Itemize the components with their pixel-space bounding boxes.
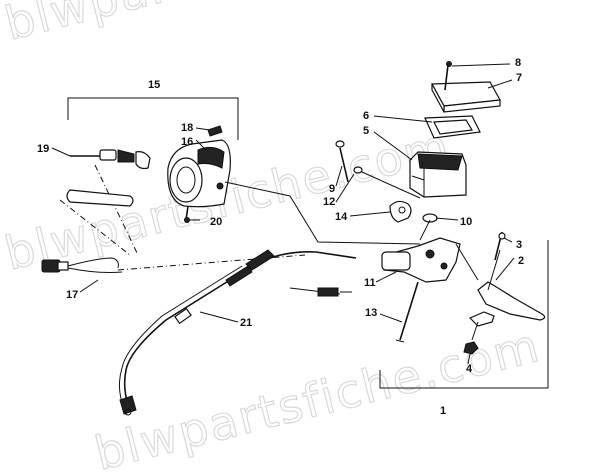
watermark-text-top: blwpartsfiche.com [0, 0, 456, 51]
gasket-part-6 [424, 115, 481, 139]
callout-3: 3 [516, 239, 522, 251]
switch-housing-part-16 [167, 139, 231, 208]
callout-11: 11 [364, 277, 376, 289]
tab-part-18 [207, 125, 223, 137]
callout-6: 6 [363, 110, 369, 122]
callout-14: 14 [335, 211, 348, 223]
watermark-group: blwpartsfiche.com blwpartsfiche.com blwp… [0, 0, 546, 475]
cover-plate-part-7 [431, 81, 501, 113]
callout-18: 18 [181, 122, 193, 134]
screw-part-9 [335, 140, 349, 183]
watermark-text-bottom: blwpartsfiche.com [90, 318, 546, 475]
callout-1: 1 [440, 405, 446, 417]
callout-8: 8 [515, 57, 521, 69]
screw-part-20 [184, 205, 190, 223]
callout-labels: 1 2 3 4 5 6 7 8 9 10 11 12 13 14 15 16 1… [37, 57, 524, 417]
screw-part-8 [444, 61, 452, 91]
reservoir-part-5 [409, 151, 467, 198]
nut-part-4 [463, 321, 479, 355]
callout-5: 5 [363, 125, 369, 137]
callout-7: 7 [516, 72, 522, 84]
callout-13: 13 [365, 307, 377, 319]
pin-part-3 [494, 231, 506, 261]
callout-15: 15 [148, 79, 160, 91]
grip-tube [66, 189, 134, 207]
callout-12: 12 [323, 196, 335, 208]
switch-screw-part-19 [70, 149, 151, 170]
clamp-part-14 [389, 200, 412, 223]
brake-cable-part-21 [118, 249, 357, 416]
callout-17: 17 [66, 289, 78, 301]
callout-4: 4 [466, 363, 473, 375]
callout-21: 21 [240, 317, 252, 329]
callout-10: 10 [460, 216, 472, 228]
callout-20: 20 [210, 216, 222, 228]
master-cylinder-part-11 [381, 219, 479, 283]
group-bracket-1 [379, 240, 549, 389]
callout-19: 19 [37, 143, 49, 155]
switch-wire [224, 181, 421, 245]
leader-lines [51, 63, 515, 365]
connector-part-17 [41, 257, 123, 273]
callout-16: 16 [181, 136, 193, 148]
brake-lever-part-2 [468, 249, 546, 327]
washer-part-12 [353, 166, 421, 199]
group-bracket-15 [67, 97, 239, 140]
callout-2: 2 [518, 255, 524, 267]
screw-part-13 [395, 281, 419, 343]
callout-9: 9 [329, 183, 335, 195]
